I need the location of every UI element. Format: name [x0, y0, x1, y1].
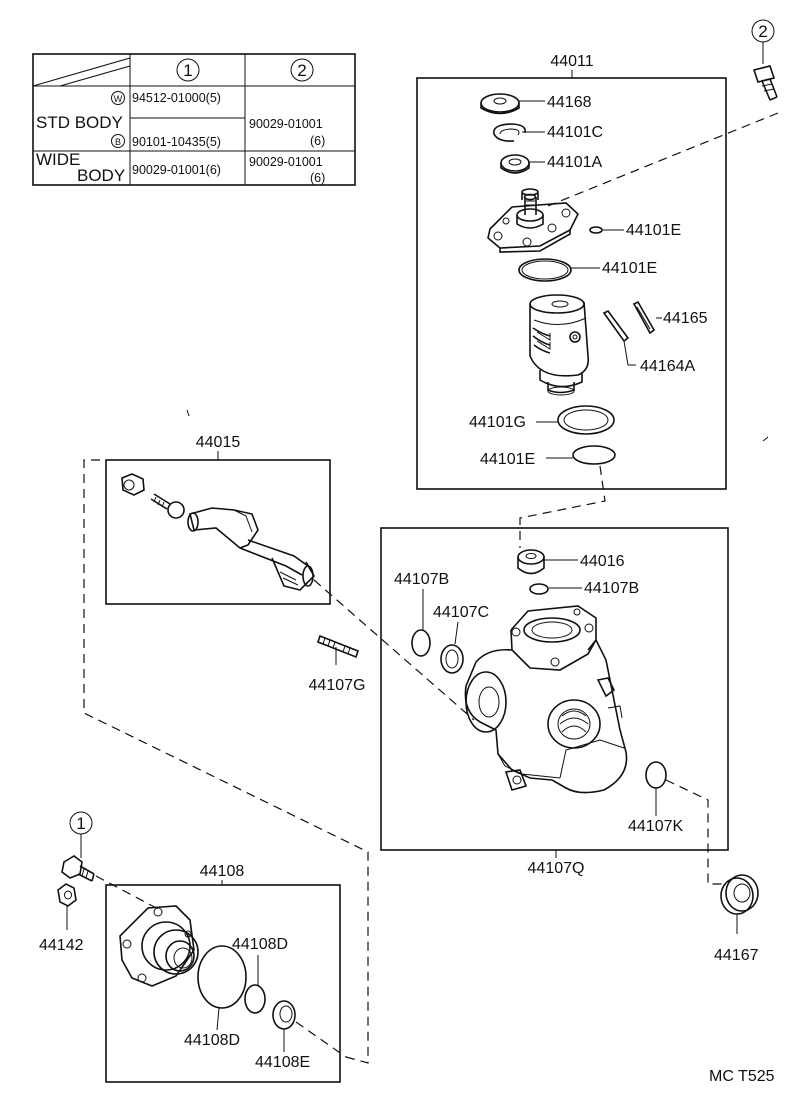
label-44167: 44167	[714, 947, 759, 964]
label-44107B-left: 44107B	[394, 571, 449, 588]
part-44107K-oring	[645, 761, 667, 789]
table-col1-header: 1	[183, 61, 192, 80]
part-44101G-seal	[557, 405, 615, 435]
label-44108E: 44108E	[255, 1054, 310, 1071]
label-44101G: 44101G	[469, 414, 526, 431]
b-mark: B	[115, 137, 121, 147]
label-44107G: 44107G	[309, 677, 366, 694]
label-44101E-ring: 44101E	[602, 260, 657, 277]
part-44101C-snapring	[493, 123, 526, 142]
wide-col2-value: 90029-01001	[249, 155, 323, 169]
table-col2-header: 2	[297, 61, 306, 80]
dashed-leader-cover-parts	[295, 1021, 347, 1058]
part-end-cover-plate	[119, 905, 199, 987]
label-44142: 44142	[39, 937, 84, 954]
callout-one-label: 1	[76, 814, 85, 833]
part-steering-gear-housing	[464, 605, 628, 794]
std-col2-qty: (6)	[310, 134, 325, 148]
label-44107K: 44107K	[628, 818, 683, 835]
label-44108D-bottom: 44108D	[184, 1032, 240, 1049]
drawing-code: MC T525	[709, 1068, 775, 1085]
label-44107Q: 44107Q	[528, 860, 585, 877]
part-44167-seal: 44167	[714, 874, 759, 964]
dashed-leader-shaft-to-housing	[313, 579, 475, 721]
label-44165: 44165	[663, 310, 708, 327]
part-44107B-oring-upper	[529, 583, 549, 595]
label-44108D-top: 44108D	[232, 936, 288, 953]
label-44016: 44016	[580, 553, 625, 570]
part-44108D-large-oring	[197, 945, 247, 1009]
part-control-valve-body	[529, 294, 590, 396]
part-44101E-bottom-oring	[572, 445, 616, 465]
label-44101A: 44101A	[547, 154, 602, 171]
part-44101A-bearing	[500, 154, 530, 172]
label-44168: 44168	[547, 94, 592, 111]
part-44101E-small-oring	[589, 226, 603, 234]
dashed-leader-bolt-1	[95, 875, 161, 911]
stray-mark	[762, 436, 769, 442]
label-44108: 44108	[200, 863, 245, 880]
stray-mark	[186, 409, 190, 417]
label-44107B-right: 44107B	[584, 580, 639, 597]
label-44101E-bottom: 44101E	[480, 451, 535, 468]
label-44011: 44011	[550, 53, 593, 70]
part-44107C-seal	[440, 644, 464, 674]
w-mark: W	[114, 94, 123, 104]
wide-body-label-bottom: BODY	[77, 166, 125, 185]
sector-shaft-44015: 44015	[105, 434, 331, 605]
part-44107G-stud: 44107G	[309, 634, 366, 694]
dashed-leader-shaft-to-cover	[83, 459, 369, 1064]
gear-housing-44107Q: 44107Q 44016 44107B 44107B 44107C	[380, 527, 729, 877]
part-valve-housing-plate	[487, 188, 579, 253]
end-cover-44108: 44108 44108D 44108D 44108E	[105, 863, 341, 1083]
dashed-leader-housing-to-44167	[665, 779, 726, 885]
label-44164A: 44164A	[640, 358, 695, 375]
label-44101C: 44101C	[547, 124, 603, 141]
part-44108D-small-oring	[244, 984, 266, 1014]
wide-col2-qty: (6)	[310, 171, 325, 185]
callout-1-bolt: 1 44142	[39, 811, 95, 954]
part-44016-bearing	[517, 549, 545, 565]
std-body-label: STD BODY	[36, 113, 123, 132]
part-44101E-oring	[518, 258, 572, 282]
label-44101E-small: 44101E	[626, 222, 681, 239]
std-b-col1-value: 90101-10435(5)	[132, 135, 221, 149]
part-44107B-oring-side	[411, 629, 431, 657]
dashed-leader-bolt-2	[547, 112, 779, 207]
callout-2-bolt: 2	[751, 19, 778, 101]
std-col2-value: 90029-01001	[249, 117, 323, 131]
label-44015: 44015	[196, 434, 241, 451]
std-w-col1-value: 94512-01000(5)	[132, 91, 221, 105]
part-44142-nut	[57, 883, 77, 907]
part-44165-ring	[632, 300, 656, 335]
dashed-leader-valve-to-housing	[519, 465, 606, 548]
callout-two-label: 2	[758, 22, 767, 41]
wide-col1-value: 90029-01001(6)	[132, 163, 221, 177]
valve-assembly-44011: 44011 44168 44101C 44101A	[416, 53, 727, 490]
fastener-table: 1 2 STD BODY W B 94512-01000(5) 90101-10…	[32, 53, 356, 186]
part-44168-seal	[480, 93, 520, 113]
wide-body-label-top: WIDE	[36, 150, 80, 169]
label-44107C: 44107C	[433, 604, 489, 621]
part-44164A-ring	[602, 309, 630, 343]
